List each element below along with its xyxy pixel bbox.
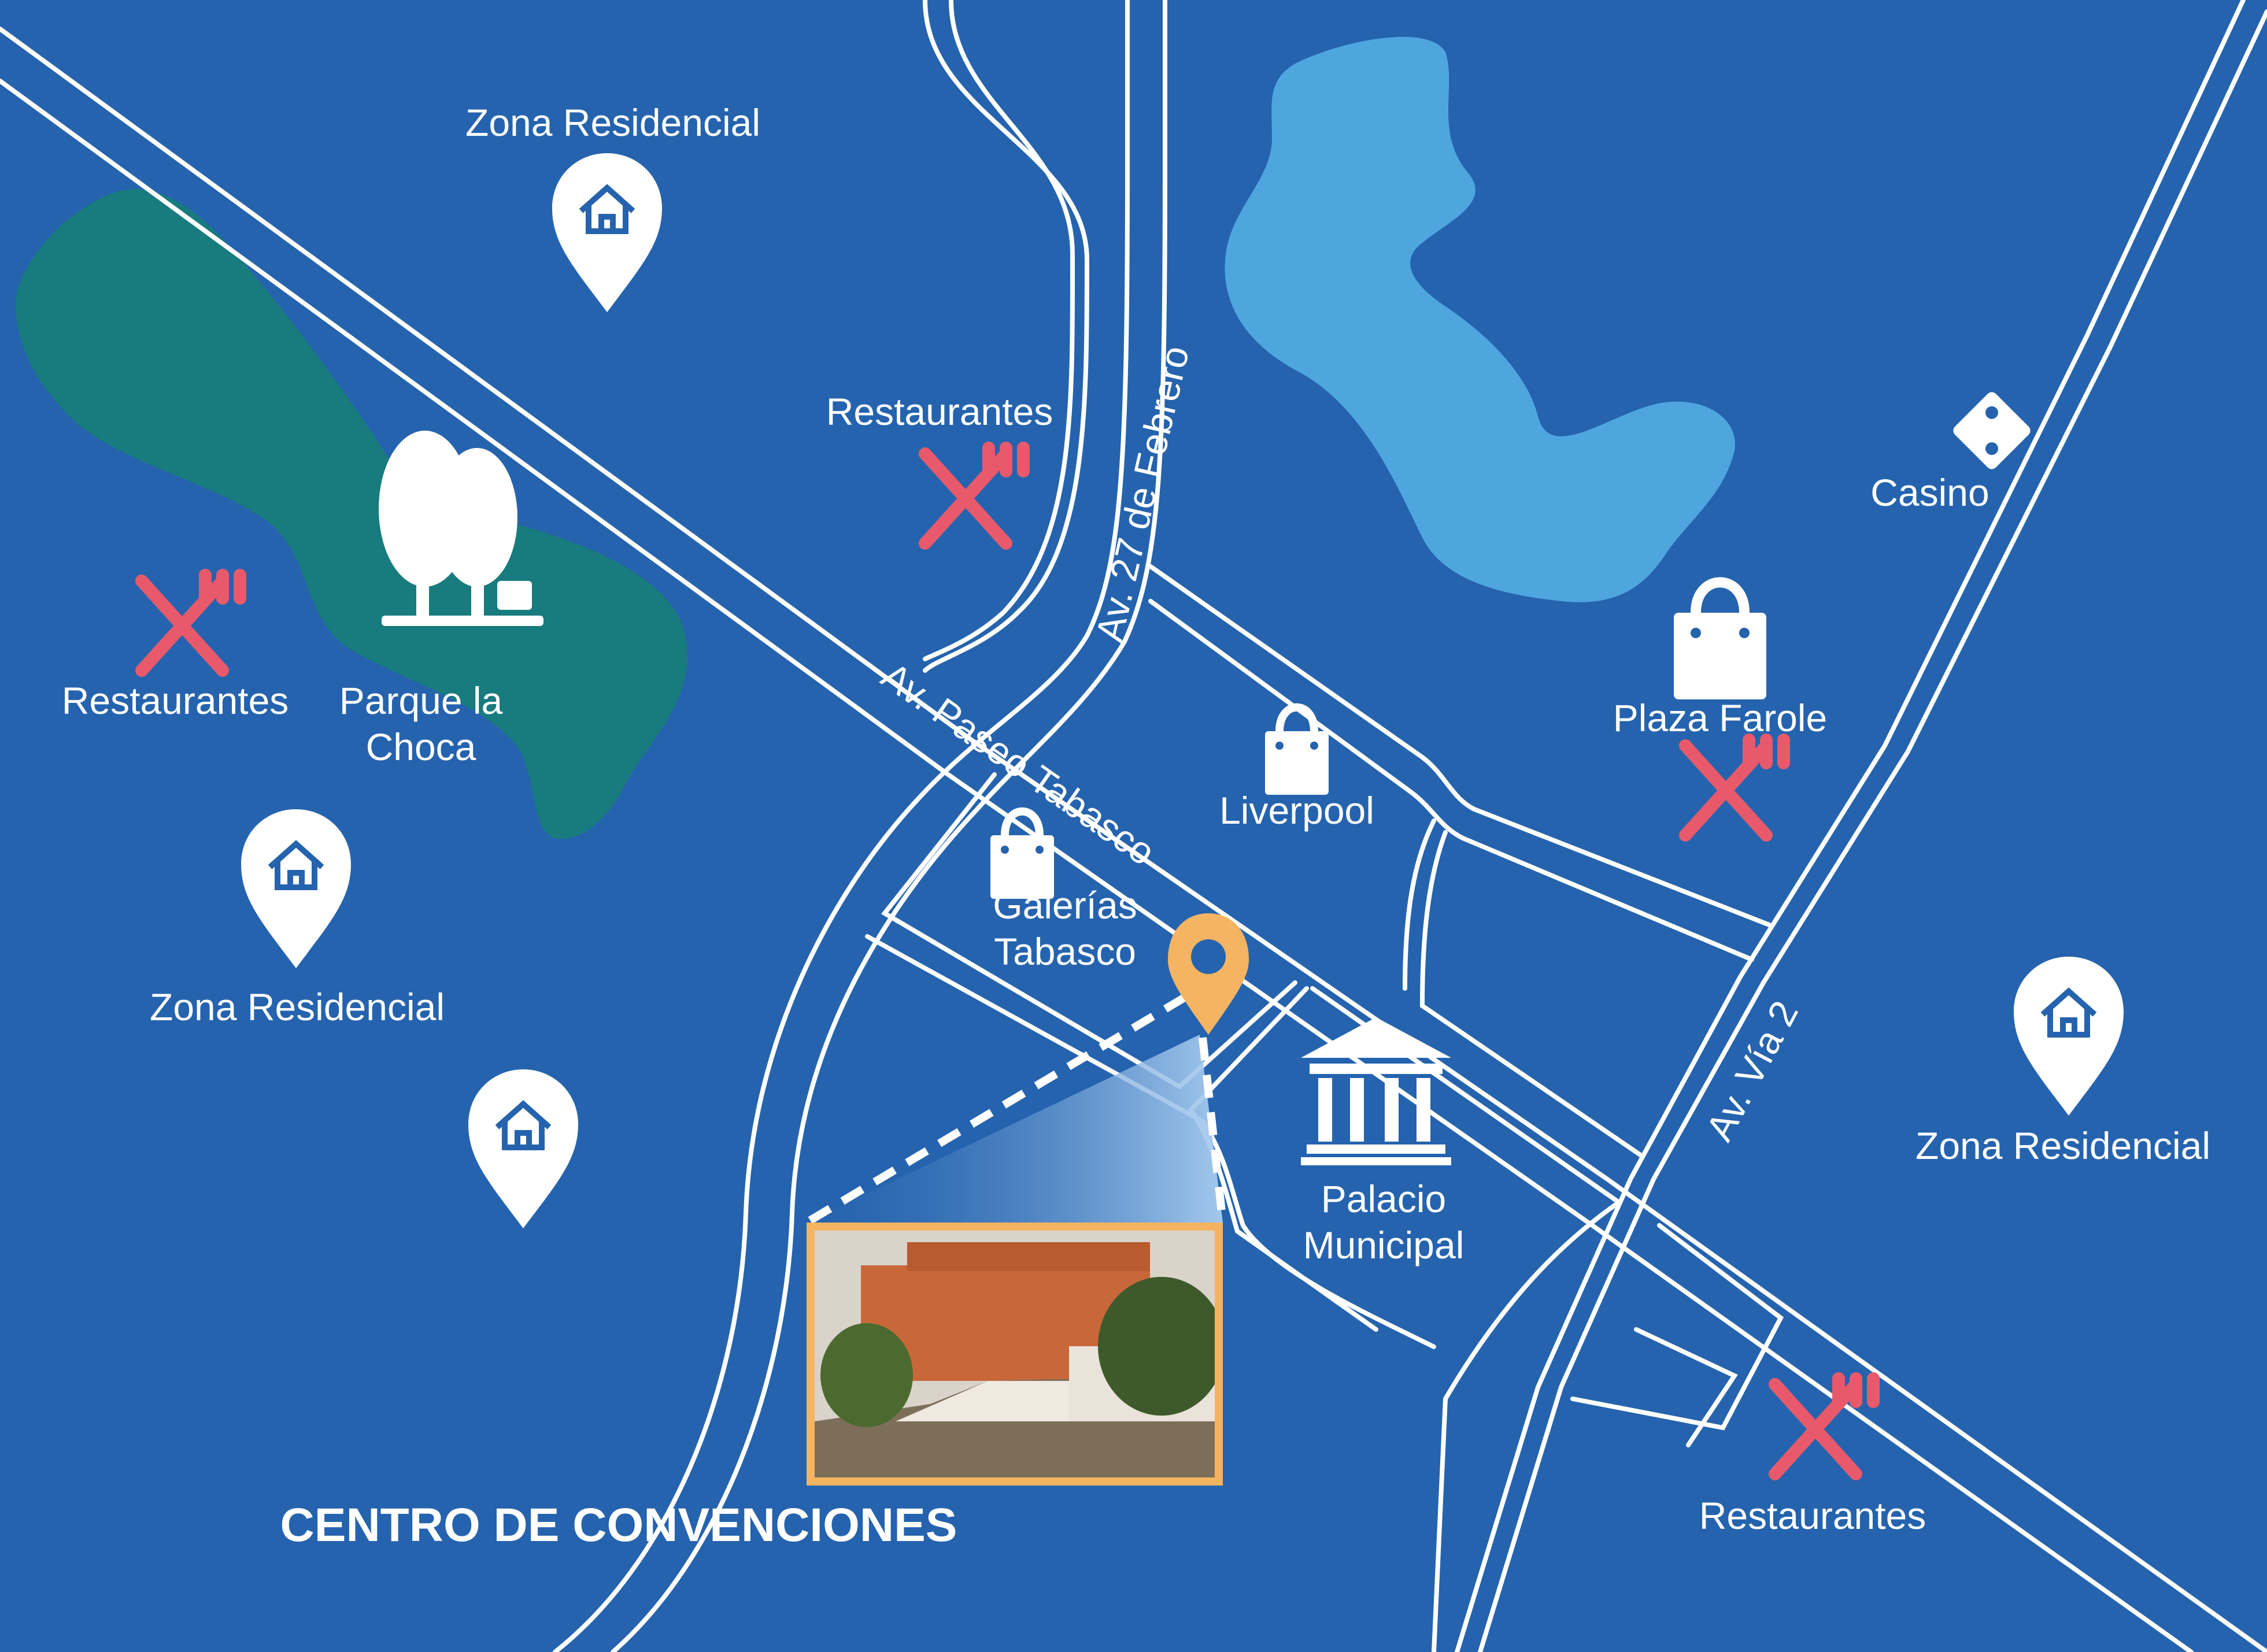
label-restaurantes-top: Restaurantes	[826, 390, 1053, 433]
label-plaza-farole: Plaza Farole	[1613, 697, 1828, 739]
restaurant-icon[interactable]	[1679, 734, 1790, 842]
location-pin-icon[interactable]	[1168, 913, 1249, 1035]
restaurant-icon[interactable]	[919, 442, 1030, 550]
shopping-bag-icon[interactable]	[1674, 577, 1766, 700]
label-galerias-tabasco: Galerías Tabasco	[993, 884, 1137, 973]
lake-area	[1225, 36, 1735, 602]
venue-title: CENTRO DE CONVENCIONES	[280, 1499, 957, 1551]
house-pin-icon[interactable]	[241, 809, 351, 968]
label-parque-la-choca: Parque la Choca	[339, 679, 503, 768]
restaurant-icon[interactable]	[135, 569, 246, 677]
label-zona-residencial-left: Zona Residencial	[150, 986, 445, 1028]
shopping-bag-icon[interactable]	[990, 807, 1054, 899]
label-liverpool: Liverpool	[1219, 789, 1374, 832]
trees-icon[interactable]	[379, 431, 543, 626]
label-zona-residencial-right: Zona Residencial	[1915, 1124, 2210, 1167]
venue-photo[interactable]	[807, 1223, 1223, 1486]
view-cone-edge-right	[1199, 1037, 1227, 1223]
dice-icon[interactable]	[1951, 390, 2032, 471]
restaurant-icon[interactable]	[1769, 1372, 1880, 1480]
view-cone	[807, 1035, 1223, 1223]
label-casino: Casino	[1870, 471, 1989, 514]
house-pin-icon[interactable]	[468, 1069, 578, 1228]
park-area	[16, 189, 688, 839]
shopping-bag-icon[interactable]	[1265, 703, 1329, 795]
label-zona-residencial-top: Zona Residencial	[465, 101, 760, 144]
government-building-icon[interactable]	[1301, 1017, 1451, 1165]
house-pin-icon[interactable]	[552, 153, 662, 312]
house-pin-icon[interactable]	[2014, 957, 2124, 1116]
label-restaurantes-bottom: Restaurantes	[1699, 1494, 1926, 1537]
label-palacio-municipal: Palacio Municipal	[1303, 1177, 1465, 1266]
label-restaurantes-left: Restaurantes	[61, 679, 289, 722]
